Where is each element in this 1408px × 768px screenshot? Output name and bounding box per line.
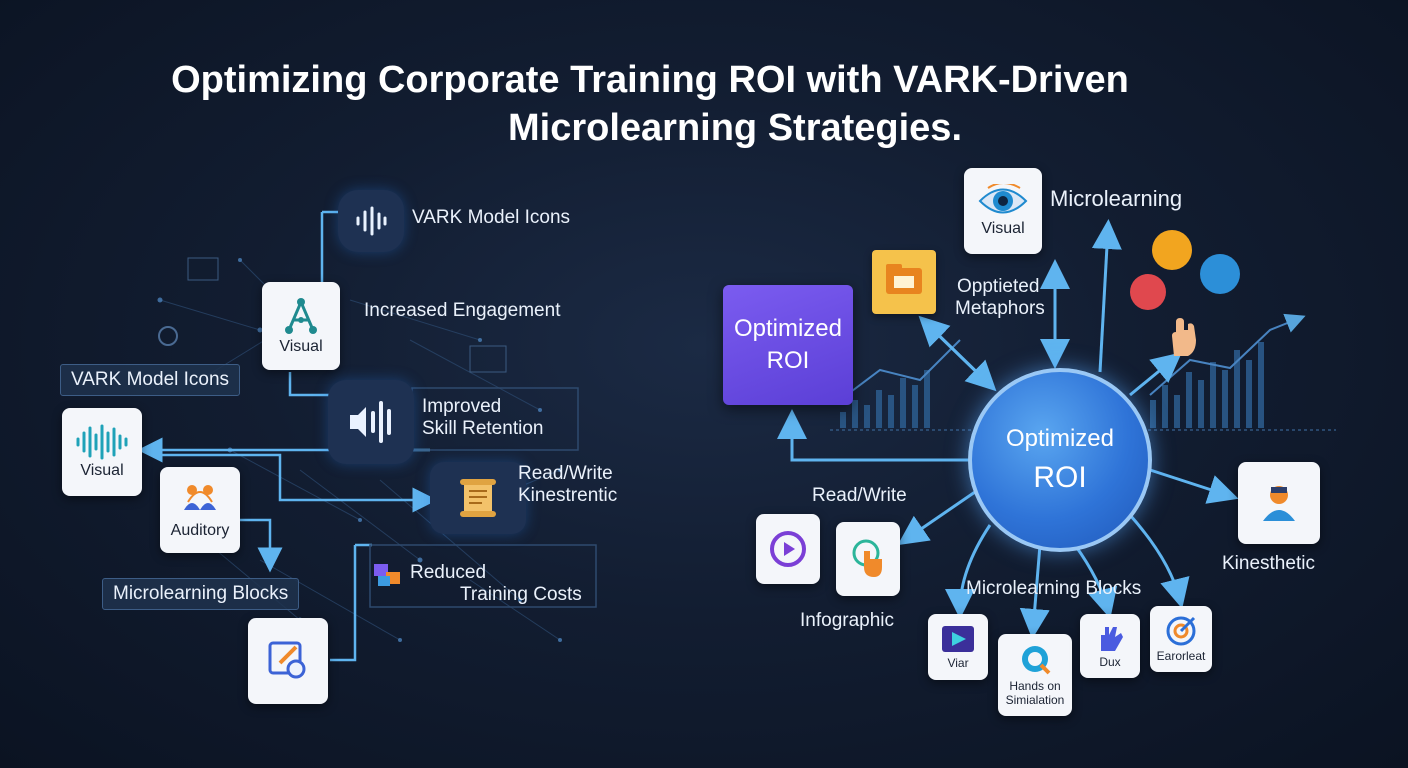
auditory-card-label: Auditory bbox=[170, 522, 230, 539]
raised-hand-icon bbox=[1101, 627, 1123, 651]
video-play-icon bbox=[942, 626, 974, 652]
microlearning-blocks-pill: Microlearning Blocks bbox=[102, 578, 300, 610]
hands-on-line-2: Simialation bbox=[1005, 693, 1065, 707]
audio-wave-icon bbox=[356, 206, 387, 236]
touch-hand-icon bbox=[852, 539, 882, 577]
roi-square-line-1: Optimized bbox=[733, 315, 843, 342]
earorleat-card[interactable]: Earorleat bbox=[1150, 606, 1212, 672]
visual-card-label: Visual bbox=[279, 338, 323, 355]
roi-square-line-2: ROI bbox=[766, 347, 810, 374]
infographic-label: Infographic bbox=[800, 610, 895, 631]
hands-on-line-1: Hands on bbox=[1009, 679, 1061, 693]
edit-search-icon bbox=[268, 641, 306, 679]
edit-card[interactable] bbox=[248, 618, 328, 704]
roi-circle-line-2: ROI bbox=[1033, 461, 1087, 494]
scroll-icon bbox=[460, 479, 496, 517]
improved-line-2: Skill Retention bbox=[422, 418, 544, 439]
target-icon bbox=[1166, 616, 1196, 646]
kinesthetic-label: Kinesthetic bbox=[1222, 553, 1315, 574]
microlearning-label: Microlearning bbox=[1050, 186, 1183, 211]
dux-card[interactable]: Dux bbox=[1080, 614, 1140, 678]
opptieted-line-1: Opptieted bbox=[957, 276, 1040, 297]
title-line-1: Optimizing Corporate Training ROI with V… bbox=[171, 59, 1129, 101]
right-connectors bbox=[777, 219, 1239, 639]
mini-chart-frame bbox=[187, 257, 219, 281]
network-ring bbox=[158, 326, 178, 346]
read-write-line-1: Read/Write bbox=[518, 463, 613, 484]
audio-wave-tile-top bbox=[338, 190, 404, 252]
increased-engagement-label: Increased Engagement bbox=[364, 300, 561, 321]
eye-icon bbox=[978, 184, 1028, 214]
folder-icon bbox=[886, 264, 922, 294]
page-title: Optimizing Corporate Training ROI with V… bbox=[0, 56, 1300, 152]
microlearning-blocks-right-label: Microlearning Blocks bbox=[966, 578, 1142, 599]
roi-circle-line-1: Optimized bbox=[1005, 425, 1115, 452]
read-write-right-label: Read/Write bbox=[812, 485, 907, 506]
touch-card[interactable] bbox=[836, 522, 900, 596]
speaker-wave-icon bbox=[350, 401, 391, 443]
viar-label: Viar bbox=[947, 656, 969, 670]
title-line-2: Microlearning Strategies. bbox=[507, 107, 962, 149]
waveform-icon bbox=[76, 424, 128, 460]
visual-card-waveform[interactable]: Visual bbox=[62, 408, 142, 496]
upload-badge-icon bbox=[1130, 274, 1166, 310]
improved-line-1: Improved bbox=[422, 396, 502, 417]
viar-card[interactable]: Viar bbox=[928, 614, 988, 680]
reduced-line-2: Training Costs bbox=[460, 584, 582, 605]
visual-card-right[interactable]: Visual bbox=[964, 168, 1042, 254]
gear-badge-icon bbox=[1200, 254, 1240, 294]
reduced-line-1: Reduced bbox=[410, 562, 487, 583]
audio-wave-tile-large bbox=[328, 380, 414, 464]
auditory-card[interactable]: Auditory bbox=[160, 467, 240, 553]
person-gear-icon bbox=[1263, 486, 1295, 521]
mini-doc-frame bbox=[469, 345, 507, 373]
optimized-roi-square[interactable]: Optimized ROI bbox=[723, 285, 853, 405]
play-circle-icon bbox=[770, 531, 806, 567]
gear-lock-badge-icon bbox=[1152, 230, 1192, 270]
network-a-icon bbox=[285, 298, 317, 334]
hand-icon bbox=[1166, 316, 1202, 360]
hands-on-card[interactable]: Hands on Simialation bbox=[998, 634, 1072, 716]
folder-tile bbox=[872, 250, 936, 314]
visual-card-2-label: Visual bbox=[80, 462, 124, 479]
optimized-roi-circle[interactable]: Optimized ROI bbox=[968, 368, 1152, 552]
opptieted-line-2: Metaphors bbox=[955, 298, 1045, 319]
dux-label: Dux bbox=[1099, 655, 1121, 669]
read-write-line-2: Kinestrentic bbox=[518, 485, 618, 506]
puzzle-blocks-icon bbox=[372, 560, 406, 590]
reduced-frame bbox=[369, 544, 597, 608]
chat-search-icon bbox=[1022, 646, 1051, 675]
kinesthetic-card[interactable] bbox=[1238, 462, 1320, 544]
people-connect-icon bbox=[184, 485, 216, 510]
play-card[interactable] bbox=[756, 514, 820, 584]
earorleat-label: Earorleat bbox=[1156, 649, 1206, 663]
visual-card-right-label: Visual bbox=[981, 220, 1025, 237]
vark-model-icons-pill: VARK Model Icons bbox=[60, 364, 241, 396]
visual-card-left[interactable]: Visual bbox=[262, 282, 340, 370]
scroll-tile bbox=[430, 462, 526, 534]
vark-model-icons-label: VARK Model Icons bbox=[412, 207, 571, 228]
